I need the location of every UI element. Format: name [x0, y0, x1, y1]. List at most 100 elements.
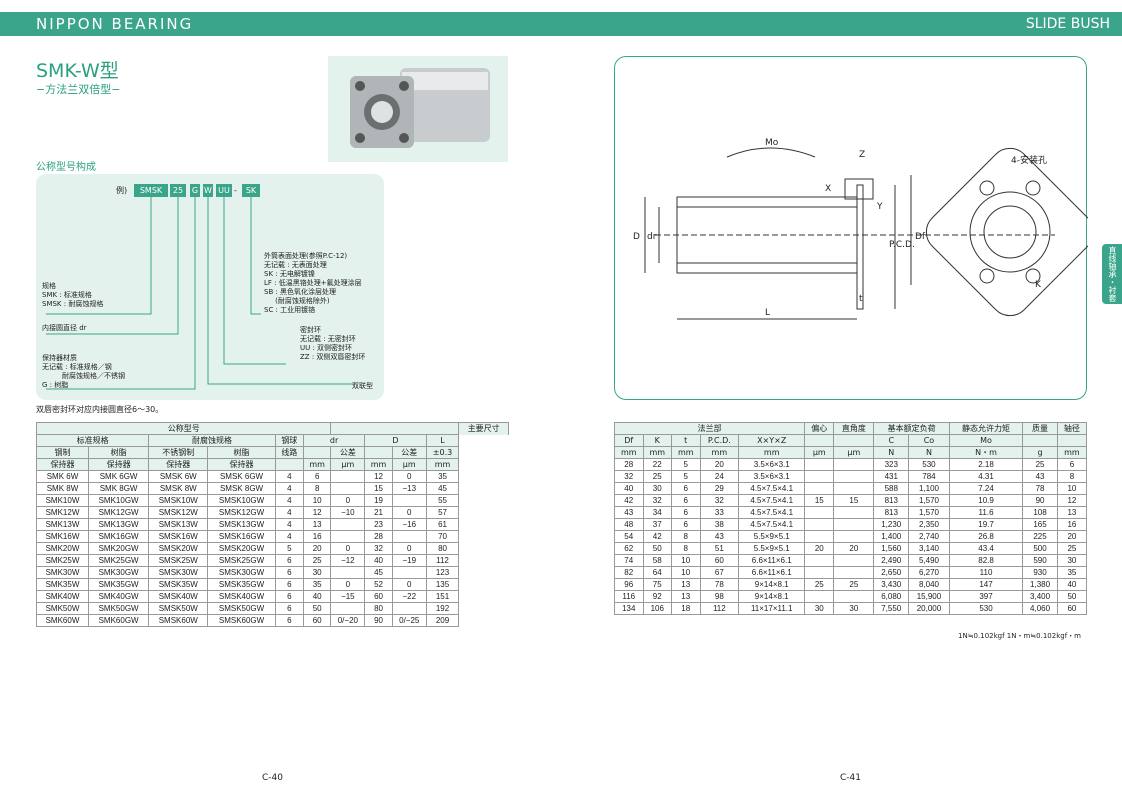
table-cell: −22 — [391, 590, 427, 603]
table-cell: 43 — [699, 530, 740, 543]
table-cell: 1,100 — [908, 482, 950, 495]
th-load: 基本额定负荷 — [873, 422, 950, 435]
dr-desc: 内接圆直径 dr — [42, 324, 87, 332]
table-cell: 3,430 — [873, 578, 910, 591]
table-cell: 48 — [614, 518, 644, 531]
table-cell: 96 — [614, 578, 644, 591]
table-cell: 5 — [671, 470, 701, 483]
table-cell: SMK30GW — [87, 566, 150, 579]
table-cell: 57 — [425, 506, 460, 519]
table-cell: 123 — [425, 566, 460, 579]
table-cell: 40 — [1056, 578, 1088, 591]
table-cell: SMSK16GW — [207, 530, 276, 543]
table-cell: SMSK25GW — [207, 554, 276, 567]
label-t: t — [859, 294, 863, 304]
table-cell: 8,040 — [908, 578, 950, 591]
table-cell: 18 — [671, 602, 701, 615]
table-cell: 6 — [274, 566, 304, 579]
table-cell: 54 — [614, 530, 644, 543]
table-cell: 10.9 — [948, 494, 1024, 507]
table-cell: 20 — [699, 458, 740, 471]
table-cell: 9×14×8.1 — [738, 590, 806, 603]
table-cell: 19 — [364, 494, 393, 507]
table-cell: 8 — [671, 542, 701, 555]
table-cell: 13 — [302, 518, 332, 531]
table-cell: 75 — [642, 578, 672, 591]
table-cell: SMSK35W — [148, 578, 209, 591]
th-mo: Mo — [948, 434, 1024, 447]
technical-drawing: Mo Z X Y D dr P.C.D. Df L t 4-安装孔 K — [633, 138, 1095, 320]
table-cell: 6,270 — [908, 566, 950, 579]
label-dr: dr — [647, 232, 657, 242]
table-cell: SMK 6GW — [87, 470, 150, 483]
table-cell — [804, 458, 835, 471]
unit-cell: μm — [804, 446, 835, 459]
table-cell: 6,080 — [873, 590, 910, 603]
table-cell: 21 — [364, 506, 393, 519]
table-cell: 16 — [302, 530, 332, 543]
table-cell: 6 — [671, 506, 701, 519]
table-cell: 0 — [391, 470, 427, 483]
table-cell: 3.5×6×3.1 — [738, 458, 806, 471]
table-cell: SMK35W — [36, 578, 89, 591]
table-cell: 64 — [642, 566, 672, 579]
table-cell: 784 — [908, 470, 950, 483]
structure-lines — [46, 197, 356, 390]
unit-cell: mm — [642, 446, 672, 459]
table-cell: SMSK10W — [148, 494, 209, 507]
table-cell: 7,550 — [873, 602, 910, 615]
table-cell: 4.5×7.5×4.1 — [738, 494, 806, 507]
label-z: Z — [859, 150, 865, 160]
unit-cell: mm — [1056, 446, 1088, 459]
table-cell: 35 — [425, 470, 460, 483]
th-moment: 静态允许力矩 — [948, 422, 1024, 435]
code-dash: - — [234, 186, 237, 195]
table-cell: 25 — [302, 554, 332, 567]
code-retainer: G — [190, 184, 200, 197]
table-cell: 0 — [391, 506, 427, 519]
table-cell: SMK50GW — [87, 602, 150, 615]
table-cell: SMSK 6GW — [207, 470, 276, 483]
table-cell — [804, 506, 835, 519]
table-cell: 1,230 — [873, 518, 910, 531]
table-cell: 82.8 — [948, 554, 1024, 567]
table-cell: 3,400 — [1022, 590, 1058, 603]
table-cell: 50 — [1056, 590, 1088, 603]
label-df: Df — [915, 232, 926, 242]
th-u2: μm — [330, 458, 366, 471]
table-cell: 40 — [364, 554, 393, 567]
label-pcd: P.C.D. — [889, 240, 915, 250]
table-cell: SMK50W — [36, 602, 89, 615]
table-cell — [833, 554, 875, 567]
code-surface: SK — [242, 184, 260, 197]
table-cell: 323 — [873, 458, 910, 471]
table-cell — [833, 530, 875, 543]
th-resin2: 树脂 — [207, 446, 276, 459]
label-K: K — [1035, 280, 1042, 290]
table-cell: 108 — [1022, 506, 1058, 519]
page-title: SMK-W型 — [36, 60, 119, 82]
table-cell: 35 — [1056, 566, 1088, 579]
table-cell: 10 — [302, 494, 332, 507]
page-number-right: C-41 — [840, 773, 861, 783]
table-cell — [804, 482, 835, 495]
table-cell: 20 — [833, 542, 875, 555]
model-structure-box: 例) SMSK 25 G W UU - SK 外筒表面处理(参照P.C-12) … — [36, 174, 384, 400]
table-cell: SMK20W — [36, 542, 89, 555]
table-cell: 43 — [1022, 470, 1058, 483]
table-cell: 30 — [804, 602, 835, 615]
table-cell: SMK 8GW — [87, 482, 150, 495]
table-cell — [330, 470, 366, 483]
table-cell: SMK10W — [36, 494, 89, 507]
table-cell: 8 — [1056, 470, 1088, 483]
table-cell — [391, 530, 427, 543]
table-cell: 25 — [833, 578, 875, 591]
